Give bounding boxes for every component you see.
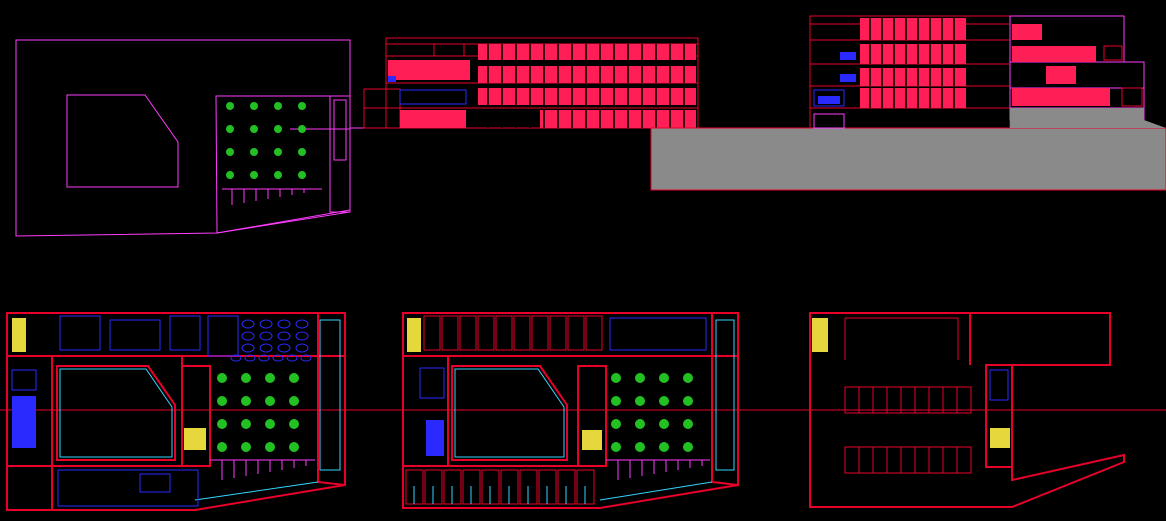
parking-stall-lines [210, 459, 315, 480]
ground-floor-plan [6, 312, 346, 511]
table-symbol [272, 354, 284, 362]
room-cells-bottom [405, 469, 595, 505]
room-cells-top [423, 315, 603, 351]
tree-symbol [217, 442, 227, 452]
table-symbol [241, 343, 255, 353]
table-symbol [259, 331, 273, 341]
table-symbol [259, 343, 273, 353]
tree-symbol [241, 442, 251, 452]
tree-symbol [265, 419, 275, 429]
tree-symbol [659, 442, 669, 452]
tree-symbol [635, 396, 645, 406]
table-symbol [295, 343, 309, 353]
room-cell [441, 315, 459, 351]
room-cell [549, 315, 567, 351]
tree-symbol [274, 148, 282, 156]
table-symbol-group [230, 319, 312, 362]
table-symbol [241, 319, 255, 329]
room-cell [495, 315, 513, 351]
tree-symbol [274, 102, 282, 110]
tree-symbol [289, 442, 299, 452]
tree-symbol [611, 373, 621, 383]
tree-symbol [265, 442, 275, 452]
window-mullions [487, 44, 685, 128]
tree-symbol [217, 373, 227, 383]
table-symbol [277, 319, 291, 329]
tree-symbol [289, 373, 299, 383]
tree-symbol [241, 373, 251, 383]
table-symbol [258, 354, 270, 362]
tree-symbol [217, 419, 227, 429]
tree-symbol [659, 396, 669, 406]
room-cell [459, 315, 477, 351]
tree-symbol [274, 171, 282, 179]
tree-symbol [611, 396, 621, 406]
room-cell [585, 315, 603, 351]
table-symbol [295, 319, 309, 329]
tree-symbol [226, 171, 234, 179]
room-cell [423, 315, 441, 351]
tree-symbol [611, 442, 621, 452]
parking-bays-row-2 [844, 446, 972, 474]
tree-symbol [683, 419, 693, 429]
tree-symbol [265, 373, 275, 383]
tree-symbol [635, 373, 645, 383]
tree-symbol [298, 148, 306, 156]
table-symbol [295, 331, 309, 341]
tree-symbol [683, 396, 693, 406]
room-cell [567, 315, 585, 351]
tree-symbol [217, 396, 227, 406]
table-symbol [244, 354, 256, 362]
first-floor-plan [402, 312, 739, 509]
table-symbol [259, 319, 273, 329]
tree-symbol [226, 148, 234, 156]
tree-symbol [250, 102, 258, 110]
table-symbol [277, 331, 291, 341]
room-cell [531, 315, 549, 351]
tree-symbol [611, 419, 621, 429]
tree-symbol [241, 419, 251, 429]
table-symbol [241, 331, 255, 341]
tree-symbol [298, 102, 306, 110]
tree-symbol [635, 442, 645, 452]
parking-stall-lines [606, 459, 710, 480]
parking-bays-row-1 [844, 386, 972, 414]
elevation-b [650, 15, 1166, 191]
table-symbol [277, 343, 291, 353]
window-mullions [869, 18, 955, 108]
tree-symbol [241, 396, 251, 406]
tree-symbol [250, 125, 258, 133]
bay-outline [844, 386, 972, 414]
tree-symbol-group [226, 102, 306, 179]
parking-level-plan [809, 312, 1125, 508]
tree-symbol [289, 396, 299, 406]
tree-symbol [250, 148, 258, 156]
tree-symbol [274, 125, 282, 133]
room-cell [477, 315, 495, 351]
tree-symbol [659, 373, 669, 383]
bay-outline [844, 446, 972, 474]
tree-symbol [226, 102, 234, 110]
tree-symbol [683, 442, 693, 452]
tree-symbol [289, 419, 299, 429]
table-symbol [300, 354, 312, 362]
tree-symbol [298, 171, 306, 179]
tree-symbol [659, 419, 669, 429]
tree-symbol [683, 373, 693, 383]
tree-symbol [250, 171, 258, 179]
room-cell [513, 315, 531, 351]
tree-symbol [265, 396, 275, 406]
tree-symbol-group [217, 373, 299, 452]
table-symbol [230, 354, 242, 362]
elevation-a [363, 37, 699, 129]
tree-symbol [635, 419, 645, 429]
site-parking-stalls [222, 188, 322, 205]
tree-symbol-group [611, 373, 693, 452]
tree-symbol [226, 125, 234, 133]
tree-symbol [298, 125, 306, 133]
table-symbol [286, 354, 298, 362]
